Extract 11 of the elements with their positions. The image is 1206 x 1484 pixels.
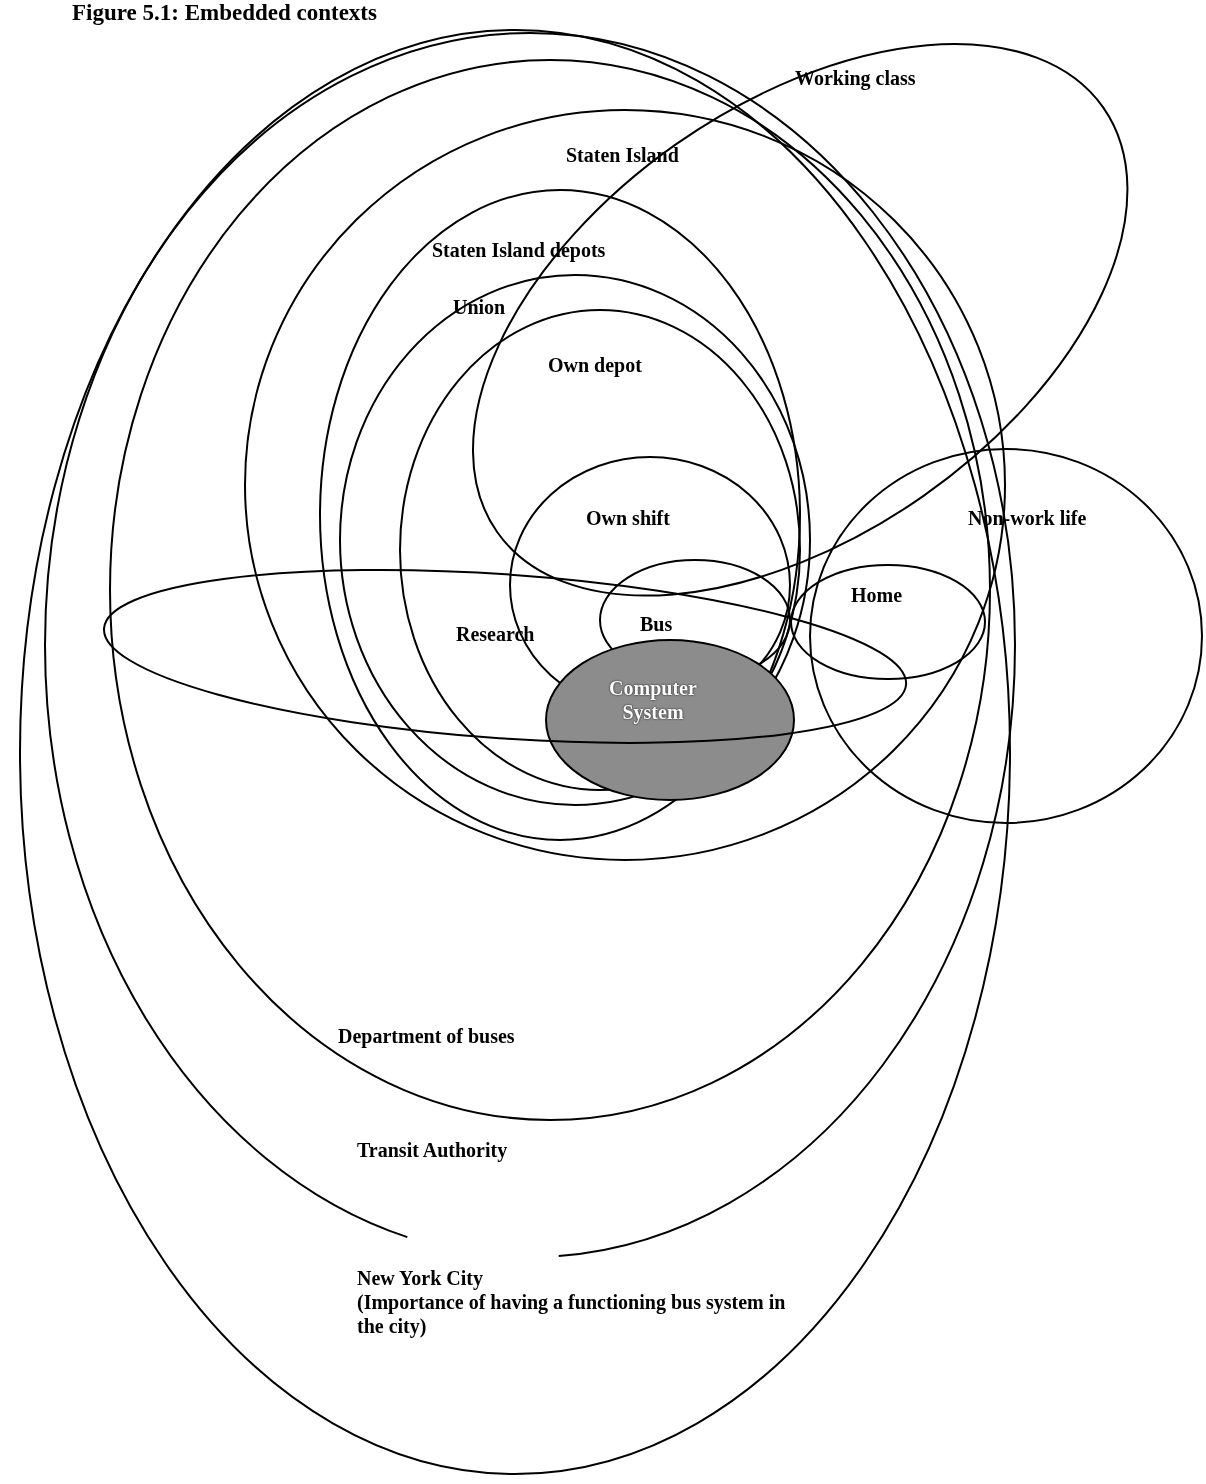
context-label: Transit Authority	[357, 1138, 508, 1162]
context-label: Own depot	[548, 353, 642, 377]
context-label: Working class	[795, 66, 916, 90]
context-label: Bus	[640, 612, 673, 636]
context-label: Department of buses	[338, 1024, 515, 1048]
context-label: Computer System	[608, 676, 698, 724]
figure-title: Figure 5.1: Embedded contexts	[72, 0, 377, 26]
context-note: (Importance of having a functioning bus system in the city)	[357, 1290, 787, 1338]
context-label: New York City	[357, 1266, 483, 1290]
context-label: Home	[851, 583, 903, 607]
context-label: Own shift	[586, 506, 670, 530]
